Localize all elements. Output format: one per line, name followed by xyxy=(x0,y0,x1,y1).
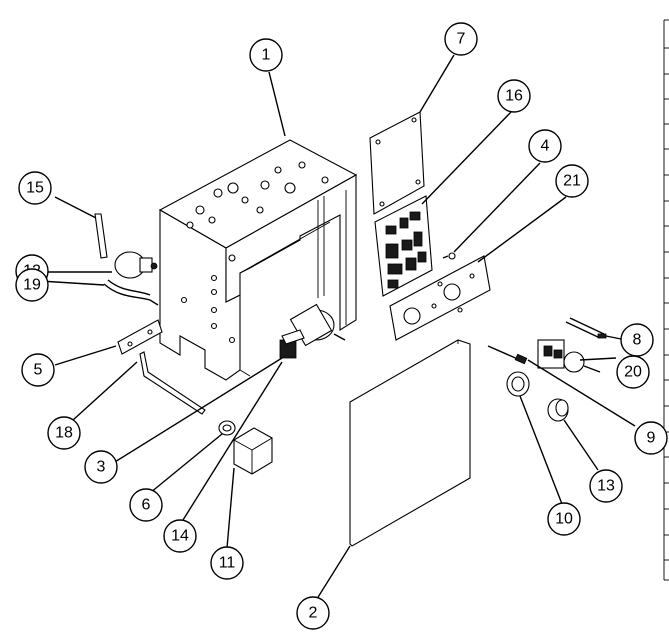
callout-label-20: 20 xyxy=(624,364,642,381)
probe xyxy=(487,345,528,365)
callout-4: 4 xyxy=(528,129,562,163)
faceplate xyxy=(389,255,491,341)
callout-1: 1 xyxy=(249,38,283,72)
callout-15: 15 xyxy=(18,171,52,205)
mounting-plate xyxy=(369,111,425,215)
cover-panel xyxy=(349,339,471,547)
motor-assembly xyxy=(279,303,346,359)
callout-2: 2 xyxy=(296,596,330,630)
bushing xyxy=(506,371,530,397)
callout-16: 16 xyxy=(497,79,531,113)
small-bracket xyxy=(117,319,163,355)
chassis-frame xyxy=(158,139,358,381)
callout-18: 18 xyxy=(47,416,81,450)
callout-label-21: 21 xyxy=(563,173,581,190)
callout-10: 10 xyxy=(547,502,581,536)
callout-6: 6 xyxy=(129,488,163,522)
callout-label-1: 1 xyxy=(262,47,271,64)
callout-label-4: 4 xyxy=(541,138,550,155)
callout-label-11: 11 xyxy=(219,555,236,572)
rotary-switch xyxy=(537,339,601,373)
callout-19: 19 xyxy=(15,268,49,302)
callout-label-9: 9 xyxy=(647,430,656,447)
callout-label-2: 2 xyxy=(309,605,318,622)
callout-21: 21 xyxy=(555,164,589,198)
callout-14: 14 xyxy=(163,519,197,553)
pressure-switch xyxy=(114,251,158,279)
callout-5: 5 xyxy=(21,353,55,387)
cube-component xyxy=(233,427,273,475)
bracket-strip xyxy=(94,213,108,259)
callout-20: 20 xyxy=(616,355,650,389)
callout-label-7: 7 xyxy=(457,31,466,48)
callout-label-16: 16 xyxy=(505,88,523,105)
callout-label-15: 15 xyxy=(26,180,44,197)
callout-label-10: 10 xyxy=(555,511,573,528)
connector-pins xyxy=(565,317,607,339)
callout-11: 11 xyxy=(210,546,244,580)
screw xyxy=(442,252,456,260)
callout-9: 9 xyxy=(634,421,668,455)
callout-label-3: 3 xyxy=(97,459,106,476)
circuit-board xyxy=(374,195,433,297)
leader-lines xyxy=(39,54,636,603)
parts-table-edge xyxy=(663,19,669,581)
callout-label-8: 8 xyxy=(633,332,642,349)
callout-label-18: 18 xyxy=(55,425,73,442)
washer xyxy=(218,420,236,436)
callout-13: 13 xyxy=(589,469,623,503)
callout-3: 3 xyxy=(84,450,118,484)
callout-label-14: 14 xyxy=(171,528,189,545)
callout-7: 7 xyxy=(444,22,478,56)
tubing xyxy=(103,279,159,306)
knob-cap xyxy=(547,398,569,422)
callout-label-5: 5 xyxy=(34,362,43,379)
callout-label-13: 13 xyxy=(597,478,615,495)
callout-8: 8 xyxy=(620,323,654,357)
pipe xyxy=(139,351,206,415)
callout-label-19: 19 xyxy=(23,277,41,294)
callout-label-6: 6 xyxy=(142,497,151,514)
